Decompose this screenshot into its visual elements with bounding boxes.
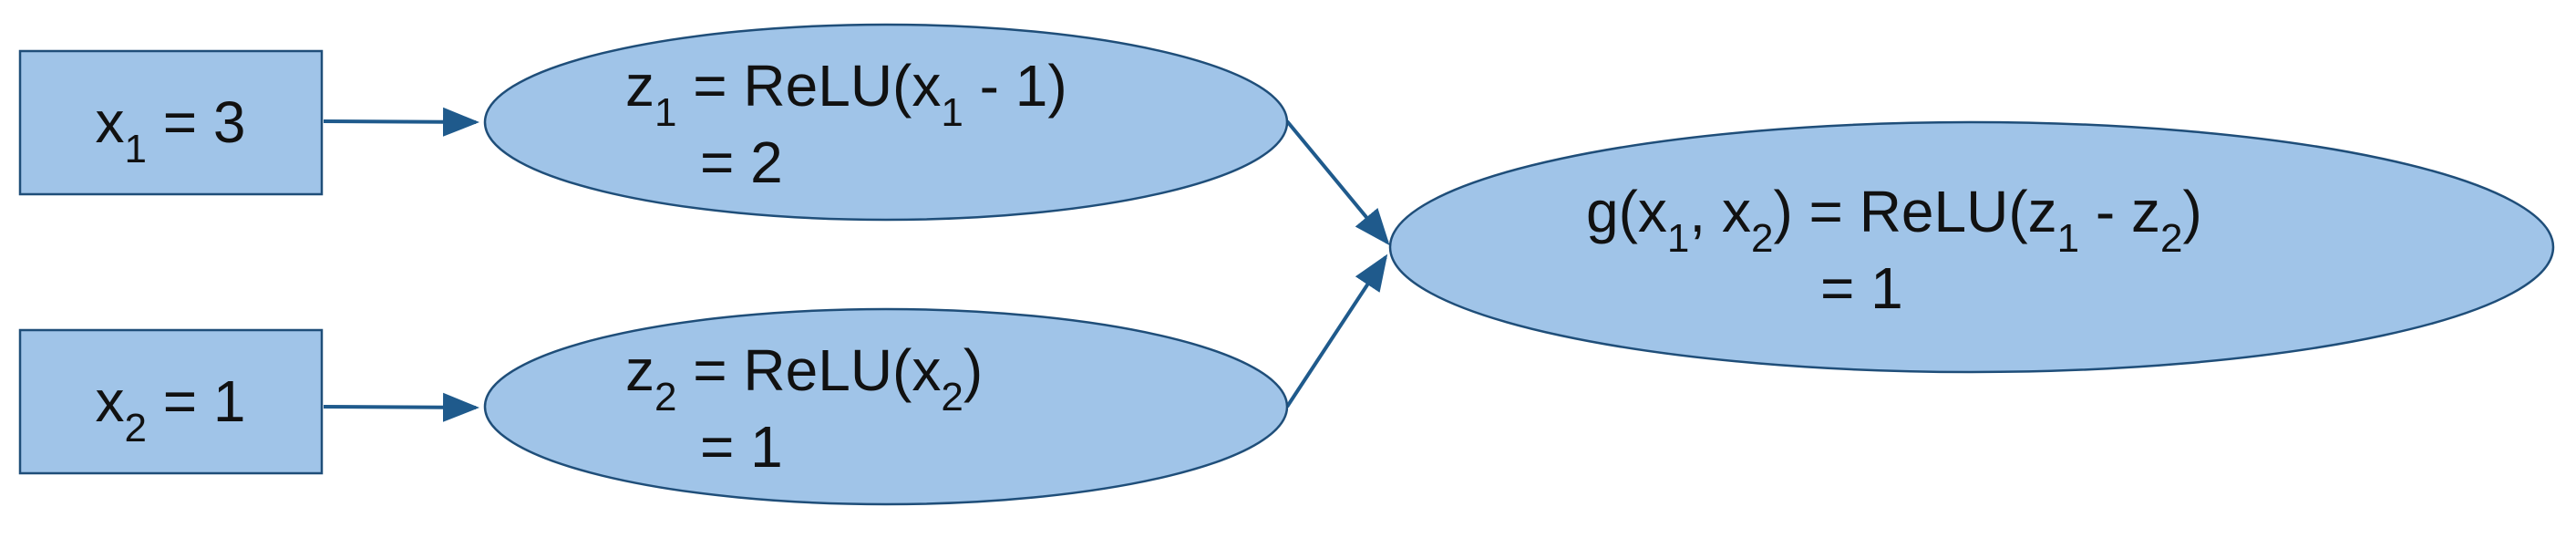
edge-z2-to-g (1285, 253, 1388, 409)
edge-x1-to-z1 (323, 107, 479, 137)
hidden-node-z2: z2 = ReLU(x2) = 1 (483, 307, 1289, 506)
output-node-g-value: = 1 (1820, 255, 1903, 321)
edge-z1-to-g (1285, 119, 1390, 246)
edge-x2-to-z2 (323, 392, 479, 422)
input-node-x1-label: x1 = 3 (95, 89, 245, 171)
hidden-node-z1-value: = 2 (700, 129, 783, 195)
hidden-node-z1: z1 = ReLU(x1 - 1) = 2 (483, 23, 1289, 222)
hidden-node-z2-formula: z2 = ReLU(x2) (625, 337, 983, 419)
output-node-g: g(x1, x2) = ReLU(z1 - z2) = 1 (1388, 120, 2555, 374)
input-node-x2: x2 = 1 (18, 328, 324, 475)
output-node-g-formula: g(x1, x2) = ReLU(z1 - z2) (1586, 179, 2202, 261)
input-node-x2-label: x2 = 1 (95, 368, 245, 450)
hidden-node-z2-value: = 1 (700, 414, 783, 480)
hidden-node-z1-formula: z1 = ReLU(x1 - 1) (625, 53, 1067, 135)
input-node-x1: x1 = 3 (18, 49, 324, 196)
